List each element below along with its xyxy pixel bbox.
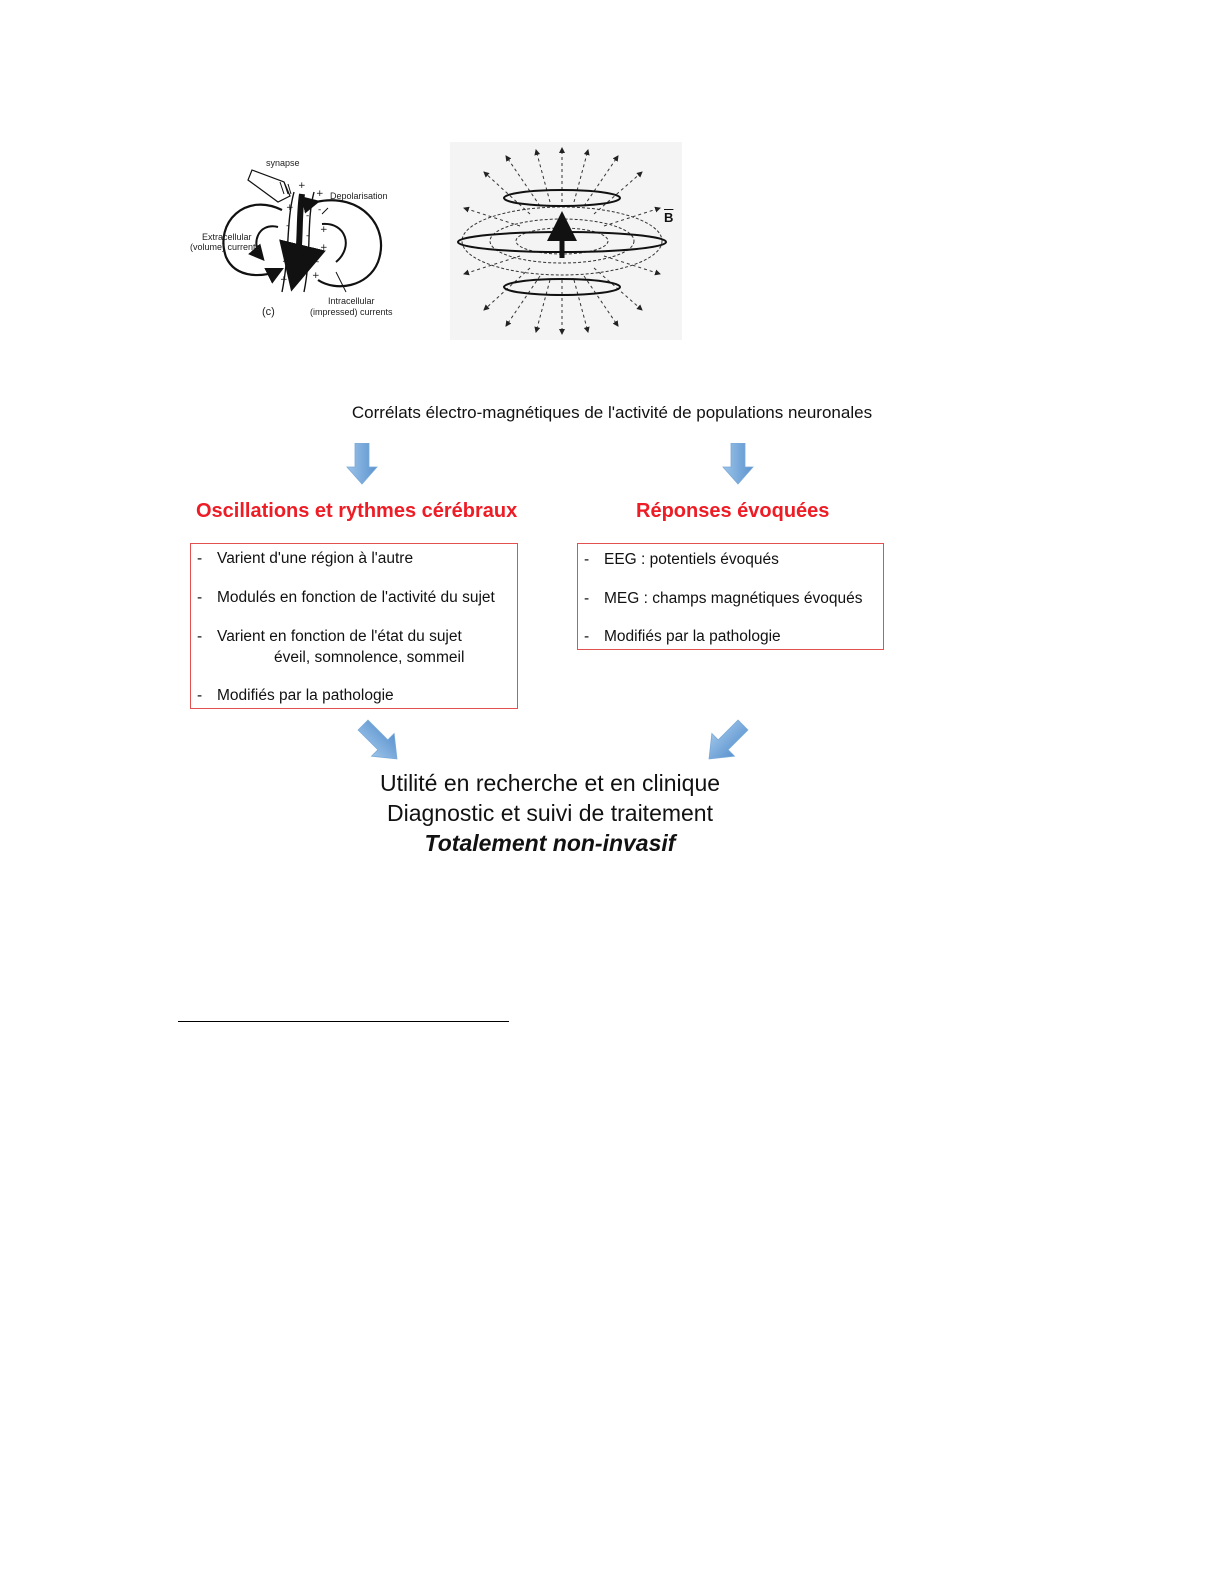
svg-text:-: - [318,205,321,215]
conclusion-line-1: Utilité en recherche et en clinique [379,770,721,796]
svg-text:-: - [284,241,287,251]
field-b-label: B [664,210,674,225]
oscillations-subitem: éveil, somnolence, sommeil [274,649,465,666]
oscillations-item: Varient d'une région à l'autre [217,550,414,567]
svg-text:+: + [282,257,290,267]
bullet-dash: - [584,551,590,568]
bullet-dash: - [197,628,203,645]
svg-text:+: + [320,225,328,235]
evoked-responses-title: Réponses évoquées [636,500,830,522]
svg-text:-: - [286,221,289,231]
oscillations-item: Modifiés par la pathologie [217,687,394,704]
svg-text:-: - [306,231,309,241]
oscillations-box: - Varient d'une région à l'autre - Modul… [190,543,518,709]
svg-text:+: + [320,243,328,253]
svg-text:+: + [286,203,294,213]
bullet-dash: - [197,687,203,704]
conclusion-line-2: Diagnostic et suivi de traitement [387,800,713,826]
svg-text:-: - [316,257,319,267]
diagonal-arrow-left-icon [357,719,398,760]
bullet-dash: - [584,628,590,645]
down-arrow-right-icon [722,443,754,485]
evoked-item: EEG : potentiels évoqués [604,551,779,568]
oscillations-title: Oscillations et rythmes cérébraux [196,500,518,522]
svg-text:+: + [280,275,288,285]
evoked-item: Modifiés par la pathologie [604,628,781,645]
bullet-dash: - [197,550,203,567]
evoked-responses-box: - EEG : potentiels évoqués - MEG : champ… [577,543,884,650]
svg-text:-: - [306,211,309,221]
svg-text:+: + [298,181,306,191]
oscillations-item: Modulés en fonction de l'activité du suj… [217,589,495,606]
intracellular-label-line1: Intracellular [328,296,375,306]
footnote-separator [178,1021,509,1022]
magnetic-field-drawing [457,147,667,335]
panel-label: (c) [262,306,275,318]
svg-text:+: + [312,271,320,281]
conclusion-line-3: Totalement non-invasif [424,830,676,856]
svg-text:+: + [316,189,324,199]
neuron-currents-drawing: +++ --+ +-+ +-+ --- [222,169,383,293]
down-arrow-left-icon [346,443,378,485]
main-heading: Corrélats électro-magnétiques de l'activ… [351,403,873,422]
neuron-currents-figure: +++ --+ +-+ +-+ --- synapse Depolarisati… [186,152,410,326]
synapse-label: synapse [266,158,300,168]
extracellular-label-line1: Extracellular [202,232,252,242]
intracellular-label-line2: (impressed) currents [310,307,393,317]
evoked-item: MEG : champs magnétiques évoqués [604,590,863,607]
bullet-dash: - [584,590,590,607]
bullet-dash: - [197,589,203,606]
svg-text:-: - [302,249,305,259]
depolarisation-label: Depolarisation [330,191,388,201]
oscillations-item: Varient en fonction de l'état du sujet [217,628,462,645]
extracellular-label-line2: (volume) currents [190,242,261,252]
diagonal-arrow-right-icon [708,719,749,760]
magnetic-field-figure: B [450,142,682,340]
